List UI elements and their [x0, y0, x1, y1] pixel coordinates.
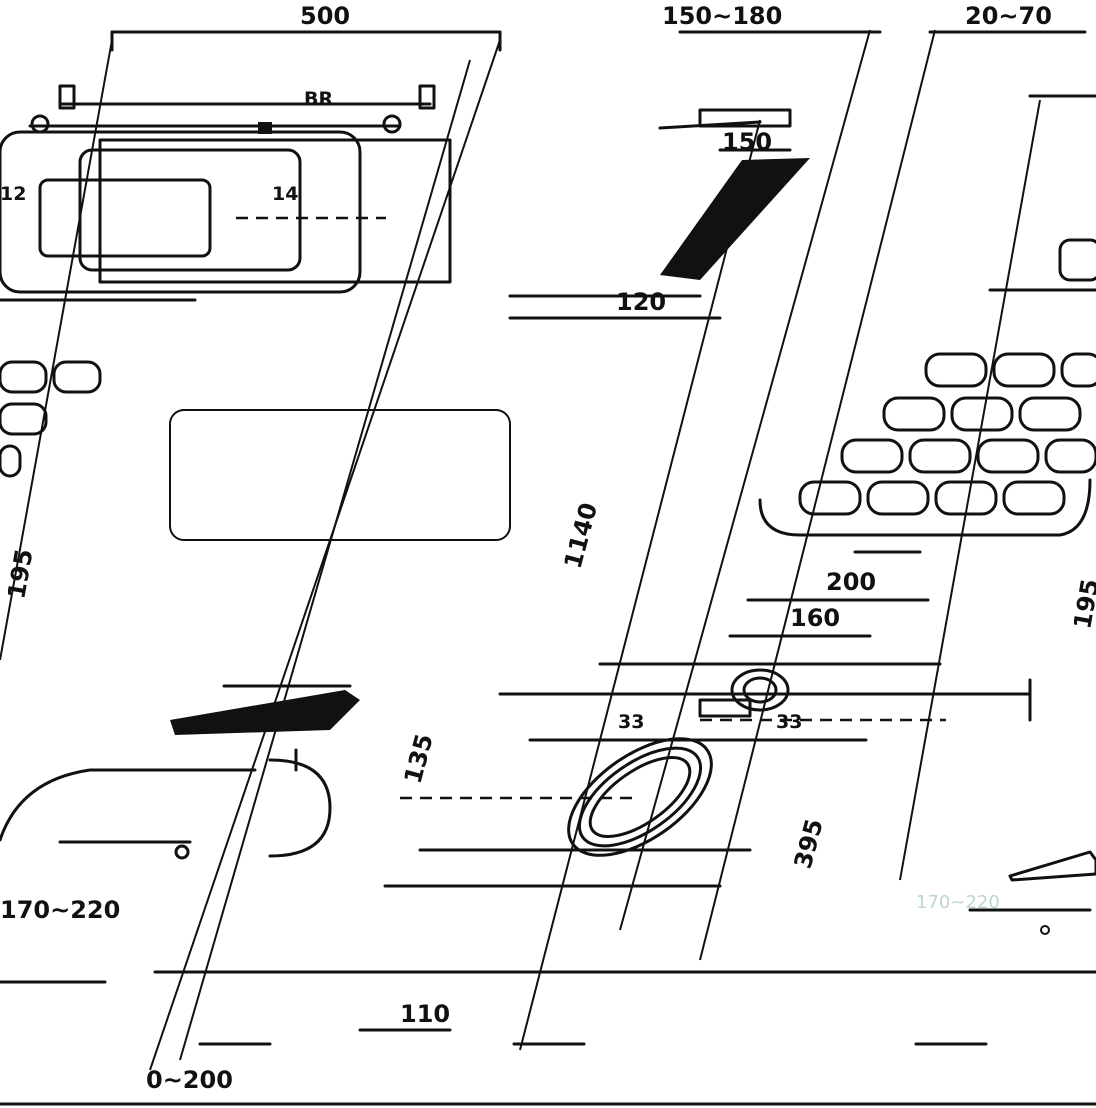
dimension-top-depth: 150~180 [662, 2, 782, 30]
top-right-profile [508, 94, 1096, 320]
right-lower-wedge [968, 850, 1096, 935]
dimension-total-height: 1140 [559, 500, 603, 572]
dimension-bottom-range-right: 170~220 [916, 892, 1000, 913]
floor-lines [0, 970, 1096, 1106]
label-small-12: 12 [0, 183, 26, 205]
dimension-center-height: 395 [789, 816, 829, 872]
label-small-br: BR [304, 88, 333, 110]
dimension-side-height-right: 195 [1068, 577, 1096, 631]
top-dimension-lines [110, 30, 1087, 52]
left-button-panel [0, 360, 511, 541]
button-width-dimensions [598, 598, 942, 666]
drain-outlet [383, 737, 752, 888]
diagonal-construction-lines [0, 29, 1041, 1071]
dimension-bottom-width: 110 [400, 1000, 450, 1028]
dimension-profile-120: 120 [616, 288, 666, 316]
dimension-bracket-offset: 150 [722, 128, 772, 156]
left-elbow [0, 748, 332, 860]
dimension-bottom-range-left: 170~220 [0, 896, 120, 924]
label-small-33-left: 33 [618, 711, 644, 733]
dimension-side-height-left: 195 [2, 547, 38, 601]
dimension-top-gap: 20~70 [965, 2, 1052, 30]
dimension-button-inner-width: 160 [790, 604, 840, 632]
label-small-14: 14 [272, 183, 298, 205]
dimension-bottom-range: 0~200 [146, 1066, 233, 1094]
top-frame-bracket [0, 84, 452, 302]
label-small-33-right: 33 [776, 711, 802, 733]
dimension-top-width: 500 [300, 2, 350, 30]
dimension-outlet-offset: 135 [399, 731, 439, 787]
right-button-panel [758, 352, 1096, 554]
valve-assembly [170, 668, 1032, 742]
dimension-button-width: 200 [826, 568, 876, 596]
